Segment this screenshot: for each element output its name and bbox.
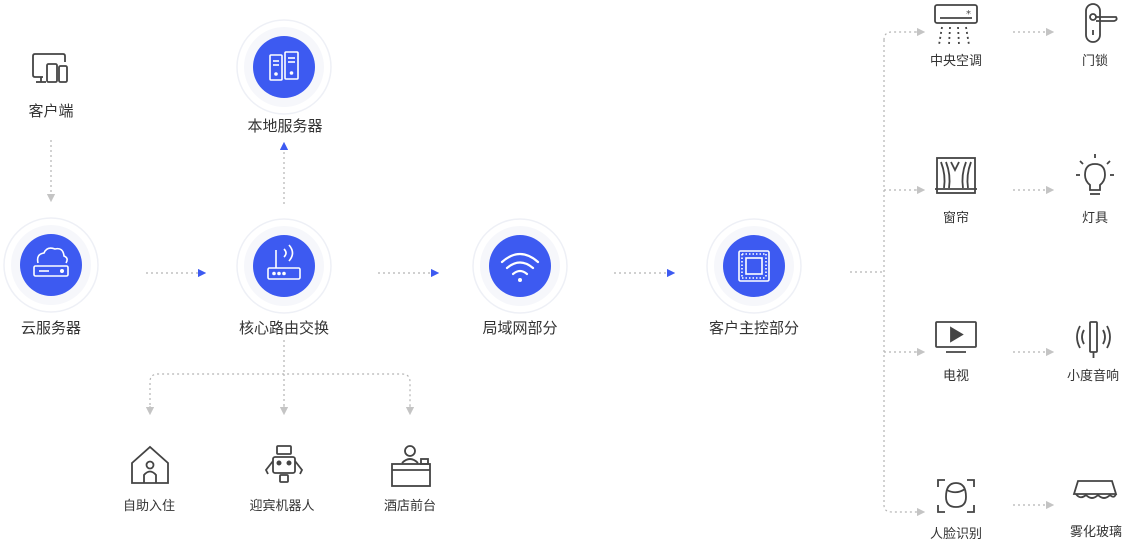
cloud-server-icon (33, 247, 69, 277)
label-face-recognition: 人脸识别 (929, 527, 983, 542)
node-cloud-server (3, 217, 99, 313)
house-person-icon (131, 445, 169, 484)
label-cloud-server: 云服务器 (20, 319, 82, 337)
label-hotel-front-desk: 酒店前台 (383, 499, 437, 514)
door-handle-icon (1085, 3, 1118, 43)
label-central-ac: 中央空调 (929, 54, 983, 69)
curtain-icon (935, 157, 977, 194)
chip-icon (738, 250, 770, 282)
face-scan-icon (937, 479, 975, 513)
light-bulb-icon (1076, 154, 1114, 195)
label-local-server: 本地服务器 (247, 117, 323, 135)
label-tv: 电视 (942, 369, 970, 384)
robot-icon (264, 445, 304, 483)
label-smart-glass: 雾化玻璃 (1069, 525, 1123, 540)
connector-control-devices (850, 31, 918, 513)
label-lan: 局域网部分 (482, 319, 558, 337)
node-main-control (706, 218, 802, 314)
air-conditioner-icon: * (934, 4, 978, 46)
label-door-lock: 门锁 (1081, 54, 1109, 69)
label-curtain: 窗帘 (942, 211, 970, 226)
label-xiaodu-speaker: 小度音响 (1066, 369, 1120, 384)
speaker-tower-icon (1076, 321, 1111, 358)
label-lights: 灯具 (1081, 211, 1109, 226)
node-lan (472, 218, 568, 314)
router-icon (267, 244, 301, 280)
label-client: 客户端 (28, 102, 74, 120)
wifi-icon (500, 252, 540, 282)
server-icon (269, 51, 299, 81)
connectors (46, 27, 1055, 517)
label-welcome-robot: 迎宾机器人 (249, 499, 315, 514)
reception-desk-icon (391, 445, 431, 487)
label-main-control: 客户主控部分 (708, 319, 800, 337)
label-core-switch: 核心路由交换 (238, 319, 330, 337)
svg-text:*: * (966, 9, 971, 20)
glass-panel-icon (1072, 480, 1118, 499)
node-local-server (236, 19, 332, 115)
connector-core-branches (149, 340, 411, 410)
label-self-checkin: 自助入住 (122, 499, 176, 514)
node-core-switch (236, 218, 332, 314)
tv-play-icon (935, 321, 977, 353)
devices-icon (32, 53, 68, 83)
